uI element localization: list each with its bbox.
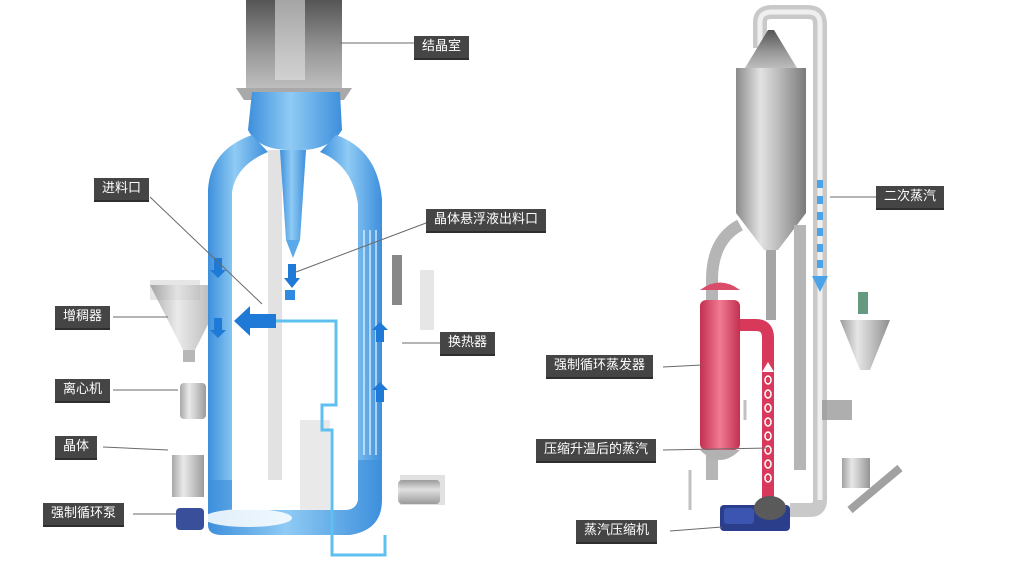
label-crystallization-chamber: 结晶室 <box>414 36 470 60</box>
label-forced-circulation-pump: 强制循环泵 <box>43 503 125 527</box>
right-frame <box>688 400 747 510</box>
left-cutaway-evaporator <box>150 0 445 557</box>
label-forced-circulation-evaporator: 强制循环蒸发器 <box>546 355 654 379</box>
separator-legs <box>766 250 776 320</box>
separator-body <box>736 68 806 213</box>
label-heat-exchanger: 换热器 <box>440 332 496 356</box>
evaporator-body <box>700 300 740 450</box>
steam-compressor-unit <box>720 496 790 531</box>
separator-top-cone <box>745 30 797 68</box>
compressed-steam-markers <box>762 362 774 483</box>
leader-lines <box>102 42 876 532</box>
centrifuge-unit <box>180 383 206 419</box>
tower-highlight <box>275 0 305 80</box>
label-secondary-steam: 二次蒸汽 <box>876 186 945 210</box>
right-motor <box>398 480 440 504</box>
circulation-pump <box>176 508 292 530</box>
heat-exchanger-tubes <box>363 230 377 455</box>
separator-bottom-cone <box>736 213 806 250</box>
label-crystal: 晶体 <box>55 436 98 460</box>
feed-arrow <box>234 306 276 336</box>
label-compressed-heated-steam: 压缩升温后的蒸汽 <box>536 439 657 463</box>
label-steam-compressor: 蒸汽压缩机 <box>576 520 658 544</box>
crystal-bin <box>172 455 204 497</box>
secondary-steam-dashes <box>812 180 828 292</box>
right-conveyor <box>822 400 903 514</box>
compressed-steam-pipe <box>740 319 774 510</box>
label-centrifuge: 离心机 <box>55 379 111 403</box>
flow-arrows <box>210 258 388 402</box>
label-feed-inlet: 进料口 <box>94 178 150 202</box>
circulation-loop-liquid <box>208 92 382 535</box>
heat-exchanger-shell <box>392 255 402 305</box>
right-thickener <box>840 292 890 370</box>
feed-pipe <box>276 319 387 557</box>
label-thickener: 增稠器 <box>55 306 111 330</box>
label-crystal-suspension-outlet: 晶体悬浮液出料口 <box>426 209 547 233</box>
right-mvr-evaporator <box>688 4 903 531</box>
